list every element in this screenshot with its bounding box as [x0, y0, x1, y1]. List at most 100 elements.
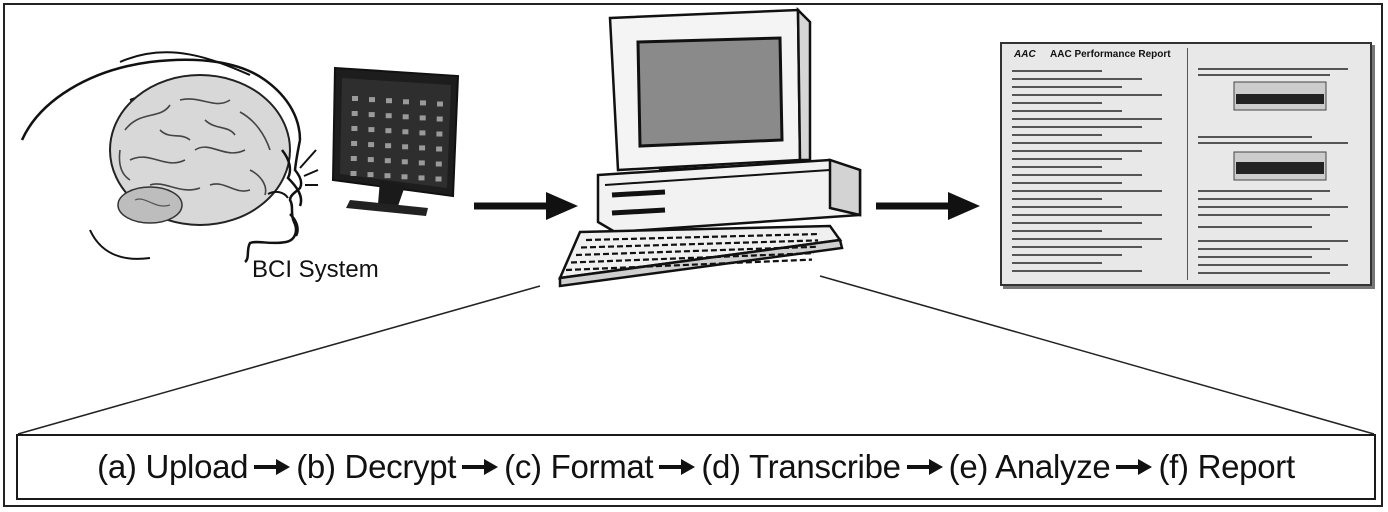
bci-system-label: BCI System	[252, 256, 379, 283]
report-text-line	[1198, 74, 1330, 76]
report-text-line	[1012, 190, 1162, 192]
speller-cell	[419, 130, 426, 136]
speller-cell	[368, 127, 375, 133]
step-format: (c) Format	[504, 448, 654, 485]
speller-cell	[351, 126, 358, 131]
report-text-line	[1012, 158, 1122, 160]
processing-pipeline: (a) Upload (b) Decrypt (c) Format (d) Tr…	[16, 434, 1376, 500]
speller-cell	[402, 129, 409, 135]
speller-cell	[435, 161, 442, 167]
arrow-icon	[462, 459, 499, 475]
speller-cell	[368, 112, 375, 118]
report-text-line	[1012, 110, 1122, 112]
report-text-line	[1012, 126, 1142, 128]
report-text-line	[1198, 198, 1312, 200]
aac-performance-report: AAC AAC Performance Report	[1000, 42, 1372, 286]
report-text-line	[1012, 238, 1162, 240]
report-text-line	[1198, 68, 1348, 70]
report-text-line	[1012, 198, 1102, 200]
report-text-line	[1012, 230, 1102, 232]
speller-cell	[385, 128, 392, 134]
speller-cell	[420, 100, 426, 106]
report-text-line	[1012, 86, 1122, 88]
report-text-line	[1012, 206, 1122, 208]
keyboard-key-row	[575, 245, 817, 257]
keyboard-key-row	[565, 258, 813, 272]
speller-cell	[402, 114, 409, 120]
arrow-icon	[254, 459, 291, 475]
speller-cell	[350, 156, 357, 161]
report-text-line	[1198, 214, 1330, 216]
report-text-line	[1198, 248, 1330, 250]
report-text-line	[1012, 262, 1102, 264]
report-logo: AAC	[1014, 49, 1036, 60]
arrow-icon	[1116, 459, 1153, 475]
figure-frame	[3, 3, 1383, 507]
speller-cell	[436, 116, 443, 122]
speller-cell	[352, 96, 358, 101]
report-title: AAC Performance Report	[1050, 49, 1171, 60]
report-text-line	[1012, 134, 1102, 136]
step-analyze: (e) Analyze	[948, 448, 1111, 485]
speller-cell	[403, 99, 409, 105]
speller-cell	[351, 141, 358, 146]
report-text-line	[1012, 166, 1102, 168]
report-text-line	[1012, 70, 1102, 72]
keyboard-keys	[565, 232, 821, 272]
report-text-line	[1012, 246, 1142, 248]
report-text-line	[1198, 206, 1348, 208]
brain-illustration	[109, 74, 291, 226]
report-text-line	[1012, 222, 1142, 224]
speller-cell	[419, 145, 426, 151]
speller-cell	[436, 146, 443, 152]
speller-cell	[402, 144, 409, 150]
speller-cell	[435, 176, 442, 182]
speller-cell	[367, 172, 374, 178]
report-text-line	[1012, 102, 1102, 104]
speller-cell	[384, 158, 391, 164]
face-profile	[267, 149, 319, 237]
keyboard-key-row	[580, 239, 819, 249]
report-body	[1012, 68, 1348, 274]
speller-cell	[369, 97, 375, 103]
speller-cell	[436, 131, 443, 137]
step-transcribe: (d) Transcribe	[701, 448, 901, 485]
desktop-computer	[557, 6, 862, 288]
arrow-icon	[659, 459, 696, 475]
flow-arrow-left	[474, 192, 578, 220]
speller-cell	[386, 98, 392, 104]
step-report: (f) Report	[1158, 448, 1295, 485]
speller-cell	[385, 143, 392, 149]
report-text-line	[1198, 256, 1312, 258]
speller-cell	[367, 157, 374, 163]
speller-cell	[418, 175, 425, 181]
report-text-line	[1012, 182, 1122, 184]
speller-cell	[350, 171, 357, 176]
speller-grid	[350, 96, 443, 182]
keyboard-key-row	[585, 232, 821, 242]
speller-cell	[384, 173, 391, 179]
report-text-line	[1012, 150, 1142, 152]
report-text-line	[1012, 118, 1162, 120]
speller-cell	[418, 160, 425, 166]
report-text-line	[1012, 214, 1162, 216]
report-text-line	[1012, 142, 1162, 144]
zoom-lines	[17, 275, 1375, 435]
report-column-divider	[1187, 48, 1188, 280]
speller-cell	[385, 113, 392, 119]
report-text-line	[1012, 174, 1142, 176]
speller-cell	[401, 174, 408, 180]
speller-cell	[419, 115, 426, 121]
report-text-line	[1198, 272, 1330, 274]
report-text-line	[1198, 136, 1312, 138]
report-text-line	[1012, 270, 1142, 272]
step-upload: (a) Upload	[97, 448, 249, 485]
report-text-line	[1012, 94, 1162, 96]
report-text-line	[1198, 226, 1312, 228]
report-text-line	[1012, 254, 1122, 256]
report-text-line	[1198, 190, 1330, 192]
speller-cell	[351, 111, 358, 116]
speller-cell	[401, 159, 408, 165]
